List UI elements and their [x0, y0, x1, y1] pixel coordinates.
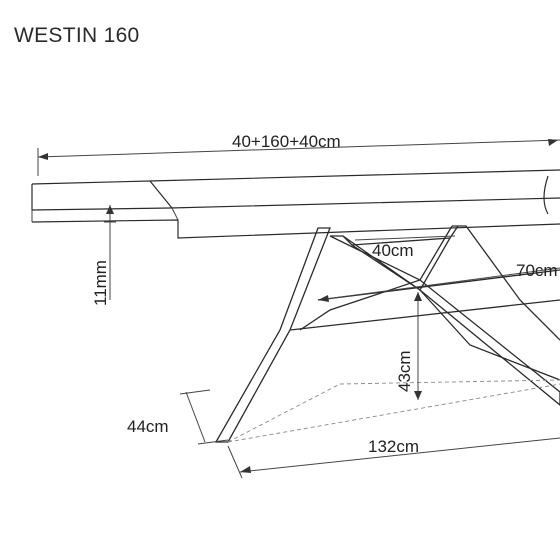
- product-title: WESTIN 160: [14, 24, 140, 47]
- foot-length-label: 132cm: [368, 437, 419, 456]
- total-length-label: 40+160+40cm: [232, 132, 341, 151]
- height-dimension: 43cm: [395, 292, 422, 400]
- partial-span-label: 70cm: [516, 261, 558, 280]
- inner-gap-dimension: 40cm: [354, 235, 456, 260]
- partial-span-dimension: 70cm: [317, 261, 560, 302]
- total-length-dimension: 40+160+40cm: [37, 132, 560, 176]
- thickness-label: 11mm: [91, 260, 110, 306]
- floor-footprint: [227, 379, 560, 443]
- table-top: [31, 169, 560, 239]
- thickness-dimension: 11mm: [91, 205, 116, 306]
- foot-length-dimension: 132cm: [227, 437, 560, 479]
- height-label: 43cm: [395, 350, 414, 392]
- foot-depth-label: 44cm: [127, 417, 169, 436]
- foot-depth-dimension: 44cm: [127, 389, 229, 445]
- inner-gap-label: 40cm: [372, 241, 414, 260]
